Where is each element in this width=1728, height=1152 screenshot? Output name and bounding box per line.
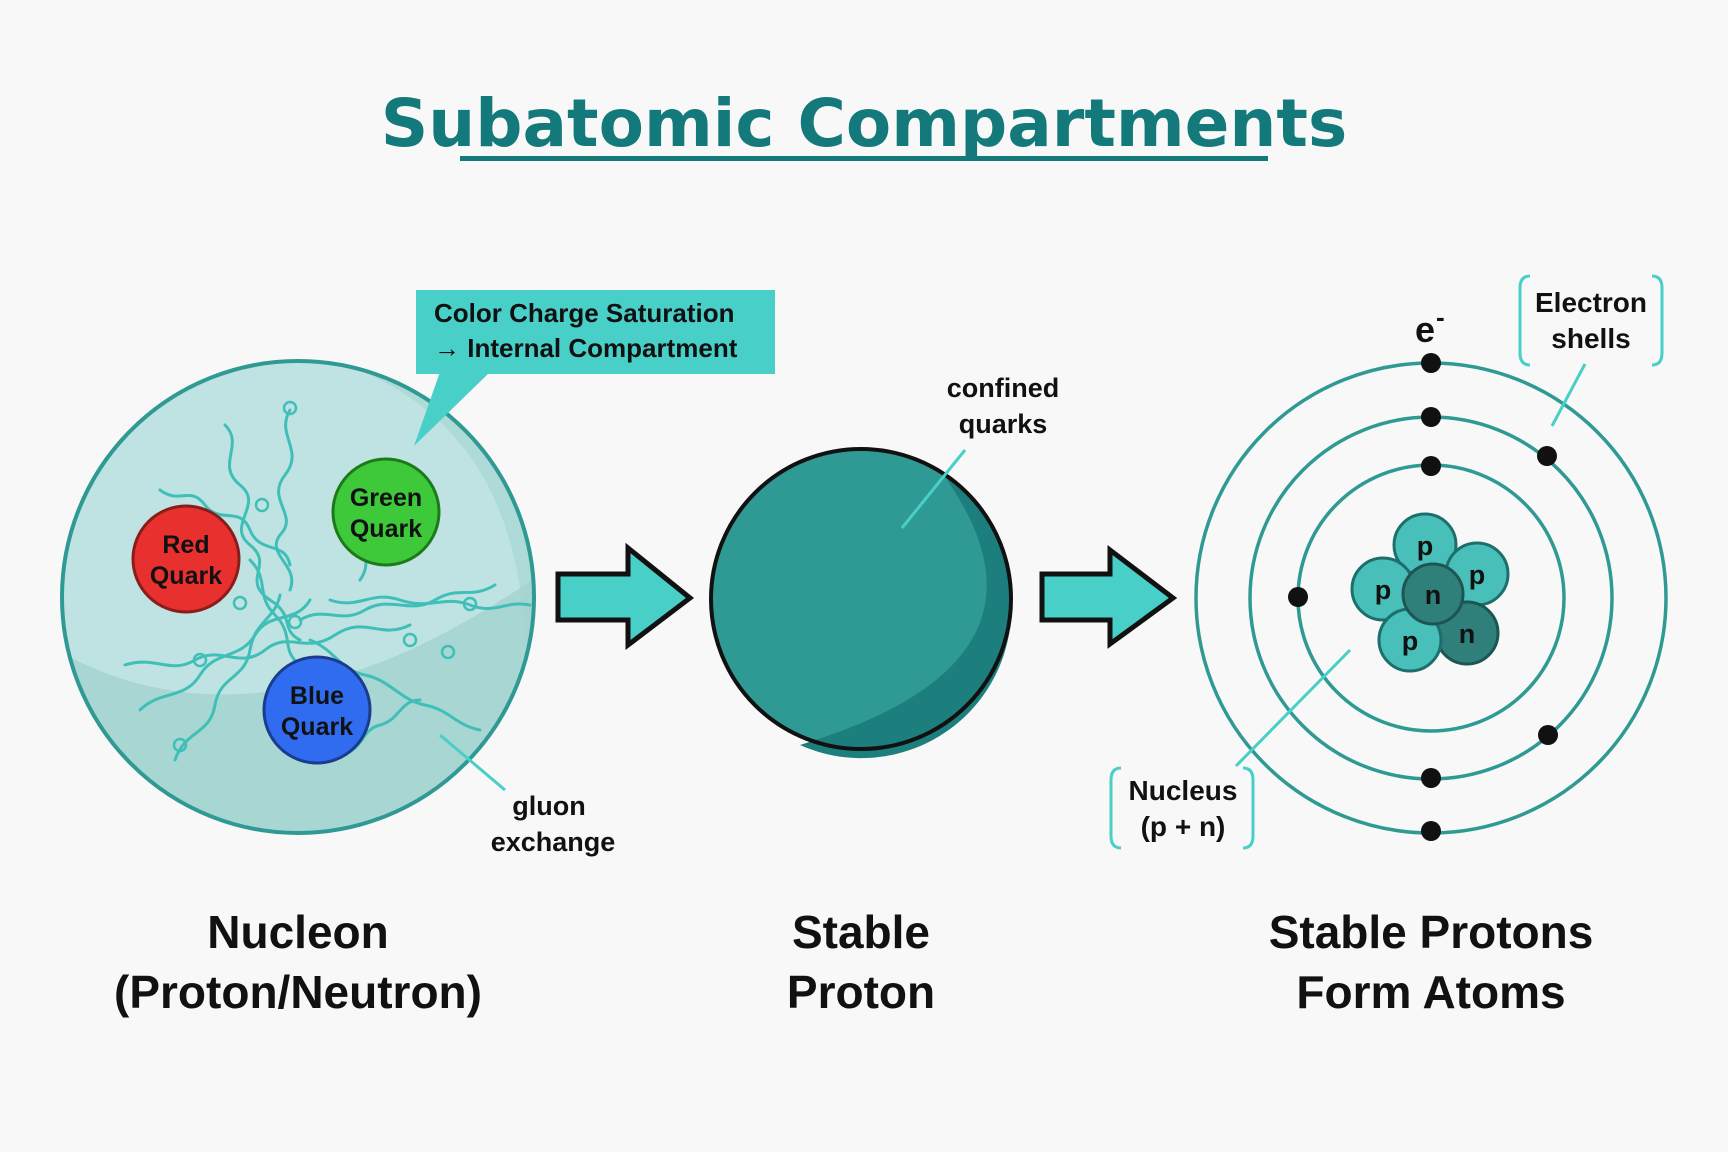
arrow-right-icon-2 xyxy=(1039,544,1178,649)
nucleus-label-2: (p + n) xyxy=(1141,811,1226,842)
proton-title-2: Proton xyxy=(787,966,935,1018)
electron-symbol: e xyxy=(1415,309,1435,350)
proton-shade xyxy=(800,470,1012,759)
gluon-loops xyxy=(172,400,478,753)
proton-title-1: Stable xyxy=(792,906,930,958)
page-title: Subatomic Compartments xyxy=(381,85,1347,162)
nucleon-p-3: p xyxy=(1469,560,1486,590)
nucleon-outline xyxy=(60,359,536,835)
red-quark-label-2: Quark xyxy=(150,562,222,590)
electrons xyxy=(1288,353,1558,841)
green-quark-label-2: Quark xyxy=(350,515,422,543)
proton-sphere xyxy=(711,449,1011,749)
callout-line-2: → Internal Compartment xyxy=(434,333,738,363)
proton-outline xyxy=(709,447,1013,751)
nucleon-n-1: n xyxy=(1459,619,1476,649)
nucleon-p-2: p xyxy=(1375,575,1392,605)
gluon-label-1: gluon xyxy=(512,791,585,821)
electron-shells-callout xyxy=(1518,274,1664,427)
red-quark: Red Quark xyxy=(131,504,241,614)
green-quark-label: Green xyxy=(350,484,422,512)
title-underline xyxy=(460,156,1268,161)
nucleus-label-1: Nucleus xyxy=(1129,775,1238,806)
atom-nucleus: p p p n p n xyxy=(1350,512,1510,673)
gluon-strings xyxy=(123,408,532,762)
gluon-label-2: exchange xyxy=(491,827,616,857)
shells-label-1: Electron xyxy=(1535,287,1647,318)
atom-title-2: Form Atoms xyxy=(1296,966,1565,1018)
confined-label-1: confined xyxy=(947,373,1060,403)
nucleon-panel: Red Quark Green Quark Blue Quark Color C… xyxy=(60,290,775,1018)
electron-charge: - xyxy=(1436,302,1445,332)
nucleus-callout xyxy=(1109,648,1352,850)
nucleon-n-2: n xyxy=(1425,580,1442,610)
proton-panel: confined quarks Stable Proton xyxy=(709,373,1060,1018)
nucleon-p-1: p xyxy=(1417,531,1434,561)
confined-leader-line xyxy=(900,449,967,529)
atom-panel: p p p n p n e - Electron shells xyxy=(1109,274,1668,1018)
confined-label-2: quarks xyxy=(959,409,1048,439)
blue-quark-label-2: Quark xyxy=(281,713,353,741)
shells-label-2: shells xyxy=(1551,323,1630,354)
gluon-leader-line xyxy=(439,733,506,792)
blue-quark: Blue Quark xyxy=(262,655,372,765)
atom-title-1: Stable Protons xyxy=(1269,906,1594,958)
color-charge-callout: Color Charge Saturation → Internal Compa… xyxy=(414,290,775,446)
nucleon-title-1: Nucleon xyxy=(207,906,388,958)
blue-quark-label: Blue xyxy=(290,682,344,710)
red-quark-label: Red xyxy=(162,531,209,559)
callout-line-1: Color Charge Saturation xyxy=(434,298,734,328)
arrow-right-icon xyxy=(555,542,695,651)
nucleon-p-4: p xyxy=(1402,626,1419,656)
green-quark: Green Quark xyxy=(331,457,441,567)
nucleon-title-2: (Proton/Neutron) xyxy=(114,966,482,1018)
